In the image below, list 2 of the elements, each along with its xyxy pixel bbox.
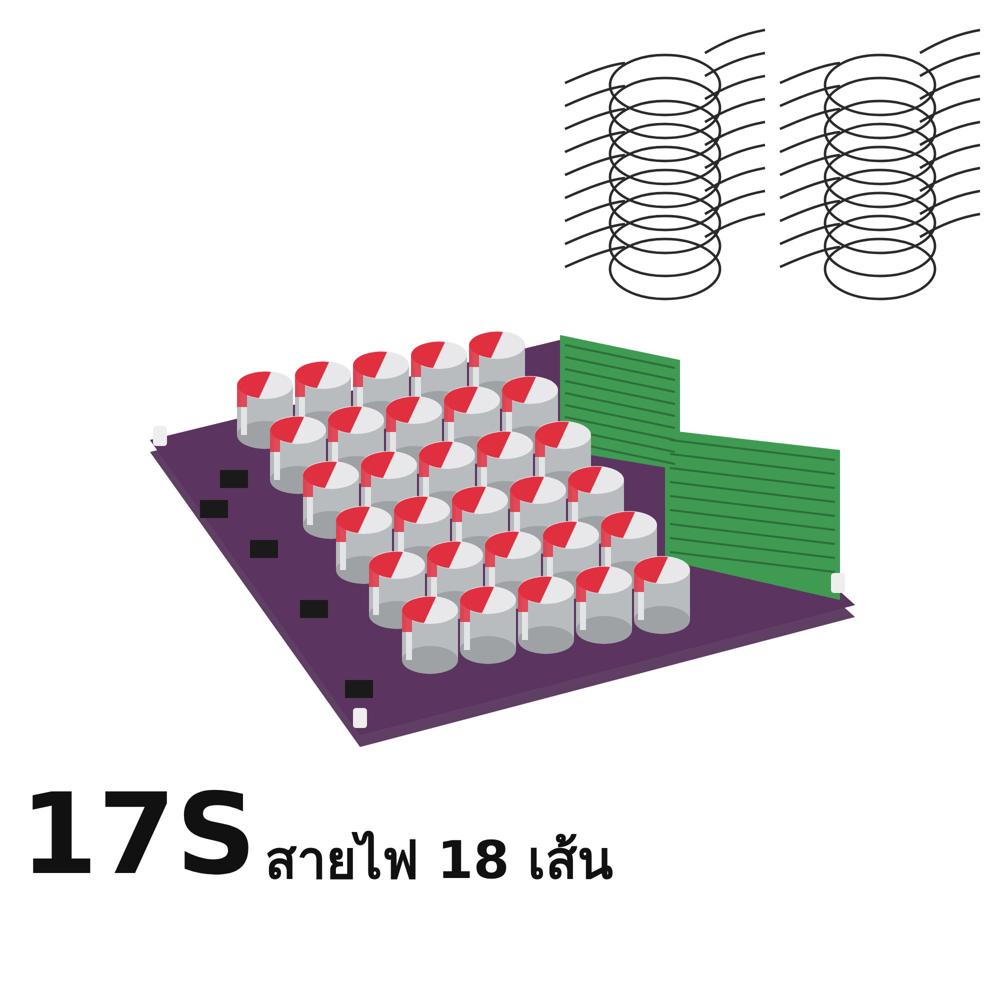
model-heading: 17S <box>20 770 257 900</box>
wire-count-text: สายไฟ 18 เส้น <box>265 830 614 893</box>
